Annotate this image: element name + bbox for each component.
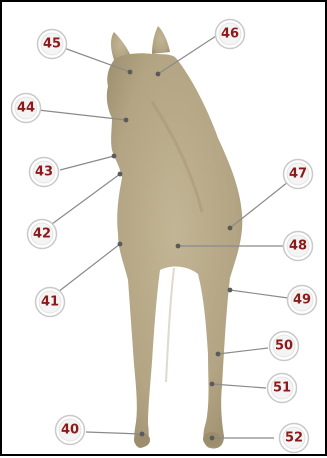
anchor-50 <box>216 352 221 357</box>
badge-44-label: 44 <box>17 101 35 116</box>
badge-50[interactable]: 50 <box>270 332 299 361</box>
badge-45-label: 45 <box>43 37 61 52</box>
badge-47[interactable]: 47 <box>284 160 313 189</box>
badge-52[interactable]: 52 <box>280 424 309 453</box>
badge-40[interactable]: 40 <box>56 416 85 445</box>
anchor-48 <box>176 244 181 249</box>
badge-43-label: 43 <box>35 165 53 180</box>
badge-44[interactable]: 44 <box>12 94 41 123</box>
anchor-41 <box>118 242 123 247</box>
badge-48-label: 48 <box>289 239 307 254</box>
anchor-40 <box>140 432 145 437</box>
leader-42 <box>52 174 120 224</box>
horse-leg-shade <box>166 268 174 382</box>
anchor-46 <box>156 72 161 77</box>
badge-50-label: 50 <box>275 339 293 354</box>
leader-40 <box>86 432 142 434</box>
badge-42[interactable]: 42 <box>28 220 57 249</box>
leader-49 <box>230 290 288 298</box>
horse-body <box>107 53 243 448</box>
anchor-52 <box>210 436 215 441</box>
horse-right-ear <box>152 26 170 54</box>
leader-41 <box>58 244 120 292</box>
badge-52-label: 52 <box>285 431 303 446</box>
badge-47-label: 47 <box>289 167 307 182</box>
badge-46-label: 46 <box>221 27 239 42</box>
badge-45[interactable]: 45 <box>38 30 67 59</box>
badge-46[interactable]: 46 <box>216 20 245 49</box>
leader-43 <box>60 156 114 170</box>
anchor-47 <box>228 226 233 231</box>
badge-49[interactable]: 49 <box>288 286 317 315</box>
badge-51[interactable]: 51 <box>268 374 297 403</box>
anchor-49 <box>228 288 233 293</box>
badge-51-label: 51 <box>273 381 291 396</box>
badge-42-label: 42 <box>33 227 51 242</box>
badge-41[interactable]: 41 <box>36 288 65 317</box>
leader-50 <box>218 348 268 354</box>
badge-48[interactable]: 48 <box>284 232 313 261</box>
anchor-44 <box>124 118 129 123</box>
anchor-45 <box>128 70 133 75</box>
badge-49-label: 49 <box>293 293 311 308</box>
anchor-42 <box>118 172 123 177</box>
badge-40-label: 40 <box>61 423 79 438</box>
anchor-51 <box>210 382 215 387</box>
anchor-43 <box>112 154 117 159</box>
badge-41-label: 41 <box>41 295 59 310</box>
badge-43[interactable]: 43 <box>30 158 59 187</box>
